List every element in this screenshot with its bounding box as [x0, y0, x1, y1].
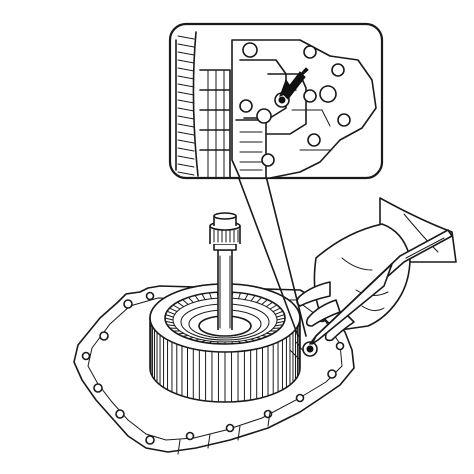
pointer-arrow-icon — [279, 67, 309, 100]
clutch-drum — [149, 283, 301, 403]
hand-icon — [296, 197, 457, 342]
callout-leader-lines — [237, 175, 307, 337]
check-ball-location — [289, 341, 318, 361]
clutch-disc-teeth — [164, 291, 286, 345]
detail-inset — [168, 22, 384, 180]
inset-gear-teeth — [177, 35, 195, 176]
drum-spline-ridges — [149, 317, 301, 403]
flange-bolt-holes — [81, 291, 345, 445]
tweezers-icon — [309, 229, 453, 345]
input-shaft — [209, 212, 241, 330]
